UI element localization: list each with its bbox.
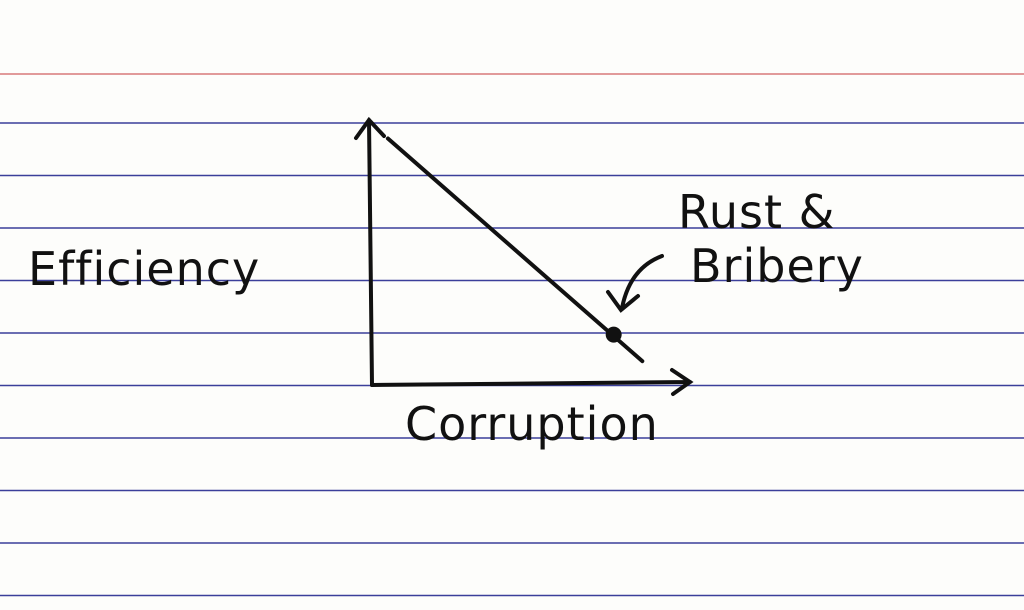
ruled-lines [0, 73, 1024, 597]
chart: Efficiency Corruption Rust & Bribery [28, 116, 864, 451]
data-point [605, 326, 622, 343]
x-axis [370, 368, 694, 396]
y-axis [354, 116, 386, 387]
annotation-line1: Rust & [678, 185, 836, 239]
trend-line [385, 136, 645, 364]
y-axis-label: Efficiency [28, 242, 260, 296]
annotation-arrow [606, 254, 664, 313]
x-axis-label: Corruption [405, 397, 659, 451]
annotation-line2: Bribery [690, 239, 864, 293]
